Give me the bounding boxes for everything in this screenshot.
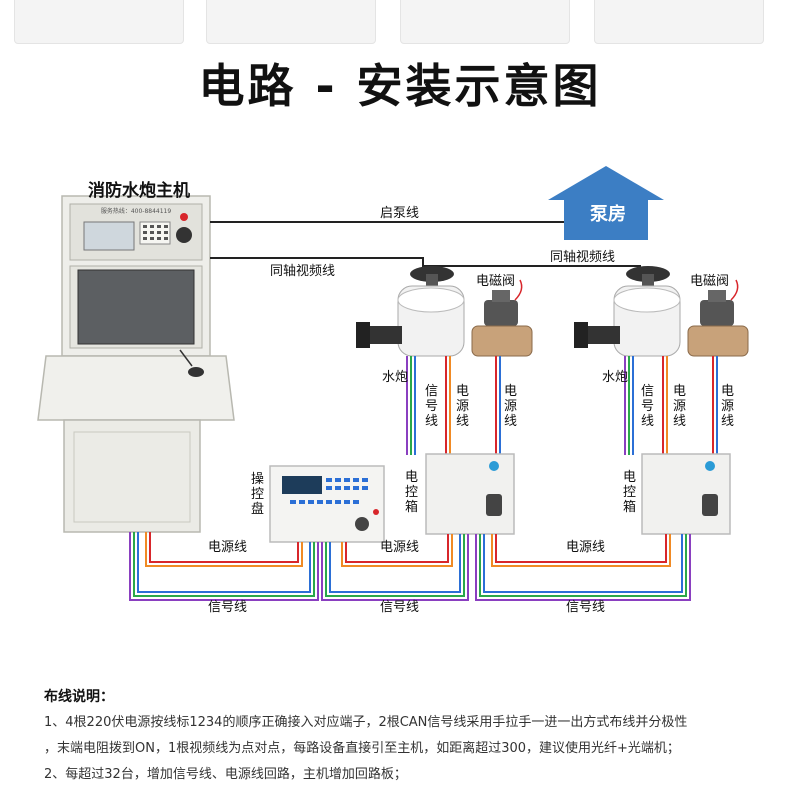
strip-card (14, 0, 184, 44)
host-emergency-button-icon (180, 213, 188, 221)
notes-heading: 布线说明： (44, 689, 114, 705)
left-valve-label: 电磁阀 (476, 274, 516, 289)
coax-wire-right-label: 同轴视频线 (550, 250, 616, 265)
signal-wire-label-2: 信号线 (380, 600, 420, 615)
notes-line: 1、4根220伏电源按线标1234的顺序正确接入对应端子，2根CAN信号线采用手… (44, 715, 688, 730)
wiring-notes: 布线说明： 1、4根220伏电源按线标1234的顺序正确接入对应端子，2根CAN… (44, 684, 784, 788)
right-box-label: 电控箱 (622, 470, 636, 515)
host-screen (83, 221, 135, 251)
host-heading: 消防水炮主机 (88, 181, 190, 201)
bus-panel-leftbox (321, 534, 469, 601)
start-pump-wire-label: 启泵线 (380, 206, 420, 221)
joystick-icon (188, 367, 204, 377)
power-wire-label-1: 电源线 (208, 540, 248, 555)
strip-card (206, 0, 376, 44)
page-title: 电路 - 安装示意图 (198, 59, 602, 113)
pump-room-house-icon (548, 166, 664, 240)
right-vertical-wires (624, 356, 718, 455)
right-signal-line-label: 信号线 (640, 384, 654, 429)
host-knob-icon (176, 227, 192, 243)
right-valve-label: 电磁阀 (690, 274, 730, 289)
notes-line: ，末端电阻拨到ON，1根视频线为点对点，每路设备直接引至主机，如距离超过300，… (44, 741, 680, 756)
top-decoration-strip (0, 0, 800, 48)
left-cannon-label: 水炮 (382, 370, 409, 385)
left-valve-power-line-label: 电源线 (503, 384, 517, 429)
power-wire-label-2: 电源线 (380, 540, 420, 555)
right-power-line-label: 电源线 (672, 384, 686, 429)
panel-knob-icon (355, 517, 369, 531)
bus-host-panel (129, 532, 319, 601)
right-cannon-label: 水炮 (602, 370, 629, 385)
right-valve-power-line-label: 电源线 (720, 384, 734, 429)
left-box-label: 电控箱 (404, 470, 418, 515)
power-wire-label-3: 电源线 (566, 540, 606, 555)
right-solenoid-valve-icon (687, 279, 749, 357)
host-hotline: 服务热线：400-8844119 (101, 207, 172, 215)
signal-wire-label-3: 信号线 (566, 600, 606, 615)
control-panel-device (269, 465, 385, 543)
left-power-line-label: 电源线 (455, 384, 469, 429)
coax-wire-left-label: 同轴视频线 (270, 264, 336, 279)
left-signal-line-label: 信号线 (424, 384, 438, 429)
strip-card (594, 0, 764, 44)
left-vertical-wires (406, 356, 501, 455)
pump-room-label: 泵房 (590, 204, 626, 225)
strip-card (400, 0, 570, 44)
control-panel-label: 操控盘 (250, 472, 264, 517)
host-monitor (77, 269, 195, 345)
signal-wire-label-1: 信号线 (208, 600, 248, 615)
bus-leftbox-rightbox (475, 534, 691, 601)
left-control-box (425, 453, 515, 535)
notes-line: 2、每超过32台，增加信号线、电源线回路，主机增加回路板； (44, 767, 407, 782)
left-water-cannon-icon (356, 266, 465, 357)
right-water-cannon-icon (574, 266, 681, 357)
host-console (37, 195, 235, 533)
right-control-box (641, 453, 731, 535)
left-solenoid-valve-icon (471, 279, 533, 357)
